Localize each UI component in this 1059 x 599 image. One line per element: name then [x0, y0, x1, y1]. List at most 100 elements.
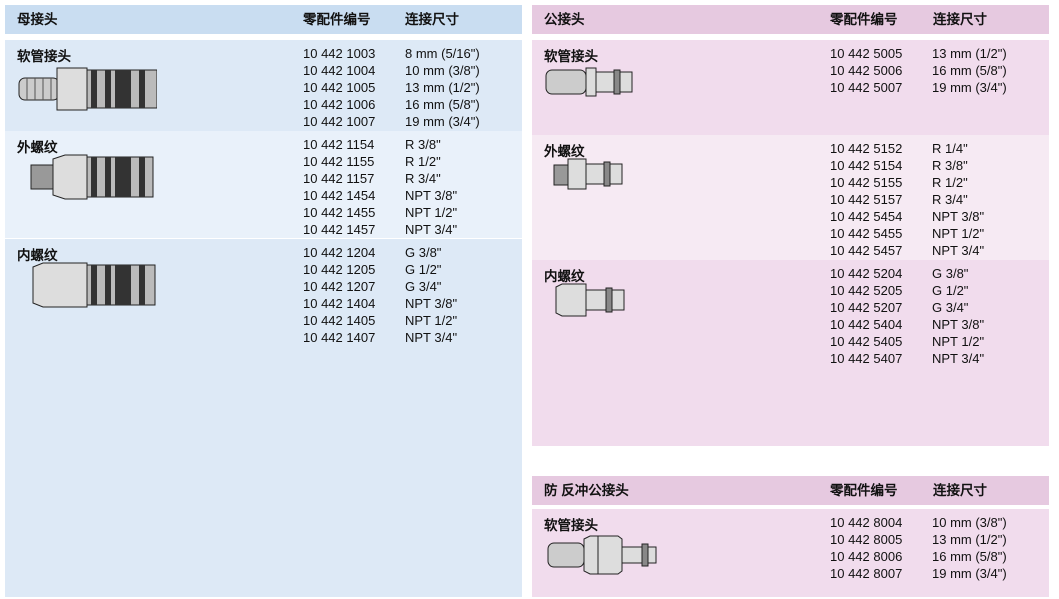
section-label: 软管接头 [17, 49, 71, 64]
part-row: 10 442 1006 16 mm (5/8") [303, 96, 480, 113]
part-number: 10 442 5207 [830, 300, 903, 315]
part-number: 10 442 5405 [830, 334, 903, 349]
female-header: 母接头 零配件编号 连接尺寸 [5, 5, 522, 34]
col-part-header: 零配件编号 [830, 12, 898, 27]
part-number: 10 442 1454 [303, 188, 376, 203]
part-row: 10 442 5407 NPT 3/4" [830, 350, 984, 367]
connection-size: 13 mm (1/2") [405, 80, 480, 95]
anti-title: 防 反冲公接头 [544, 483, 629, 498]
connection-size: NPT 1/2" [405, 205, 458, 220]
part-number: 10 442 1007 [303, 114, 376, 129]
part-number: 10 442 5455 [830, 226, 903, 241]
connection-size: R 1/4" [932, 141, 968, 156]
part-number: 10 442 5155 [830, 175, 903, 190]
connection-size: R 3/4" [932, 192, 968, 207]
connection-size: 16 mm (5/8") [932, 63, 1007, 78]
col-size-header: 连接尺寸 [405, 12, 459, 27]
connection-size: 16 mm (5/8") [405, 97, 480, 112]
connection-size: 8 mm (5/16") [405, 46, 480, 61]
part-number: 10 442 8005 [830, 532, 903, 547]
connection-size: R 1/2" [932, 175, 968, 190]
connection-size: G 1/2" [405, 262, 442, 277]
part-number: 10 442 1407 [303, 330, 376, 345]
part-row: 10 442 8005 13 mm (1/2") [830, 531, 1007, 548]
female-female-thread-coupler-image [32, 262, 156, 308]
part-number: 10 442 5157 [830, 192, 903, 207]
part-row: 10 442 1003 8 mm (5/16") [303, 45, 480, 62]
connection-size: NPT 3/4" [932, 351, 985, 366]
part-number: 10 442 8006 [830, 549, 903, 564]
male-title: 公接头 [544, 12, 585, 27]
col-size-header: 连接尺寸 [933, 12, 987, 27]
section-label: 内螺纹 [17, 248, 58, 263]
part-row: 10 442 5155 R 1/2" [830, 174, 984, 191]
male-male-thread-plug-image [553, 158, 623, 190]
part-list: 10 442 8004 10 mm (3/8") 10 442 8005 13 mm … [830, 514, 1007, 582]
connection-size: NPT 3/4" [932, 243, 985, 258]
part-number: 10 442 1003 [303, 46, 376, 61]
connection-size: NPT 3/8" [405, 296, 458, 311]
part-number: 10 442 1207 [303, 279, 376, 294]
part-number: 10 442 1006 [303, 97, 376, 112]
part-number: 10 442 8004 [830, 515, 903, 530]
connection-size: R 3/4" [405, 171, 441, 186]
connection-size: 10 mm (3/8") [932, 515, 1007, 530]
connection-size: 19 mm (3/4") [932, 566, 1007, 581]
connection-size: 16 mm (5/8") [932, 549, 1007, 564]
part-number: 10 442 5404 [830, 317, 903, 332]
part-number: 10 442 1455 [303, 205, 376, 220]
part-number: 10 442 1405 [303, 313, 376, 328]
part-row: 10 442 5157 R 3/4" [830, 191, 984, 208]
female-hose-coupler-image [18, 67, 157, 111]
col-part-header: 零配件编号 [303, 12, 371, 27]
part-number: 10 442 1155 [303, 154, 375, 169]
connection-size: G 1/2" [932, 283, 969, 298]
part-number: 10 442 1005 [303, 80, 376, 95]
part-row: 10 442 8007 19 mm (3/4") [830, 565, 1007, 582]
female-title: 母接头 [17, 12, 58, 27]
anti-header: 防 反冲公接头 零配件编号 连接尺寸 [532, 476, 1049, 505]
connection-size: NPT 3/8" [932, 209, 985, 224]
section-label: 外螺纹 [544, 144, 585, 159]
part-number: 10 442 5407 [830, 351, 903, 366]
section-label: 外螺纹 [17, 140, 58, 155]
part-row: 10 442 5455 NPT 1/2" [830, 225, 984, 242]
connection-size: 19 mm (3/4") [932, 80, 1007, 95]
connection-size: R 3/8" [405, 137, 441, 152]
section-label: 软管接头 [544, 518, 598, 533]
connection-size: 13 mm (1/2") [932, 532, 1007, 547]
part-row: 10 442 5404 NPT 3/8" [830, 316, 984, 333]
part-number: 10 442 5457 [830, 243, 903, 258]
part-number: 10 442 1157 [303, 171, 375, 186]
part-number: 10 442 1004 [303, 63, 376, 78]
part-number: 10 442 5152 [830, 141, 903, 156]
part-number: 10 442 8007 [830, 566, 903, 581]
connection-size: G 3/8" [932, 266, 969, 281]
part-number: 10 442 1204 [303, 245, 376, 260]
female-male-thread-coupler-image [30, 154, 154, 200]
connection-size: NPT 1/2" [932, 226, 985, 241]
male-hose-plug-image [545, 67, 633, 97]
connection-size: NPT 1/2" [932, 334, 985, 349]
connection-size: NPT 3/4" [405, 222, 458, 237]
connection-size: NPT 3/8" [932, 317, 985, 332]
connection-size: R 1/2" [405, 154, 441, 169]
